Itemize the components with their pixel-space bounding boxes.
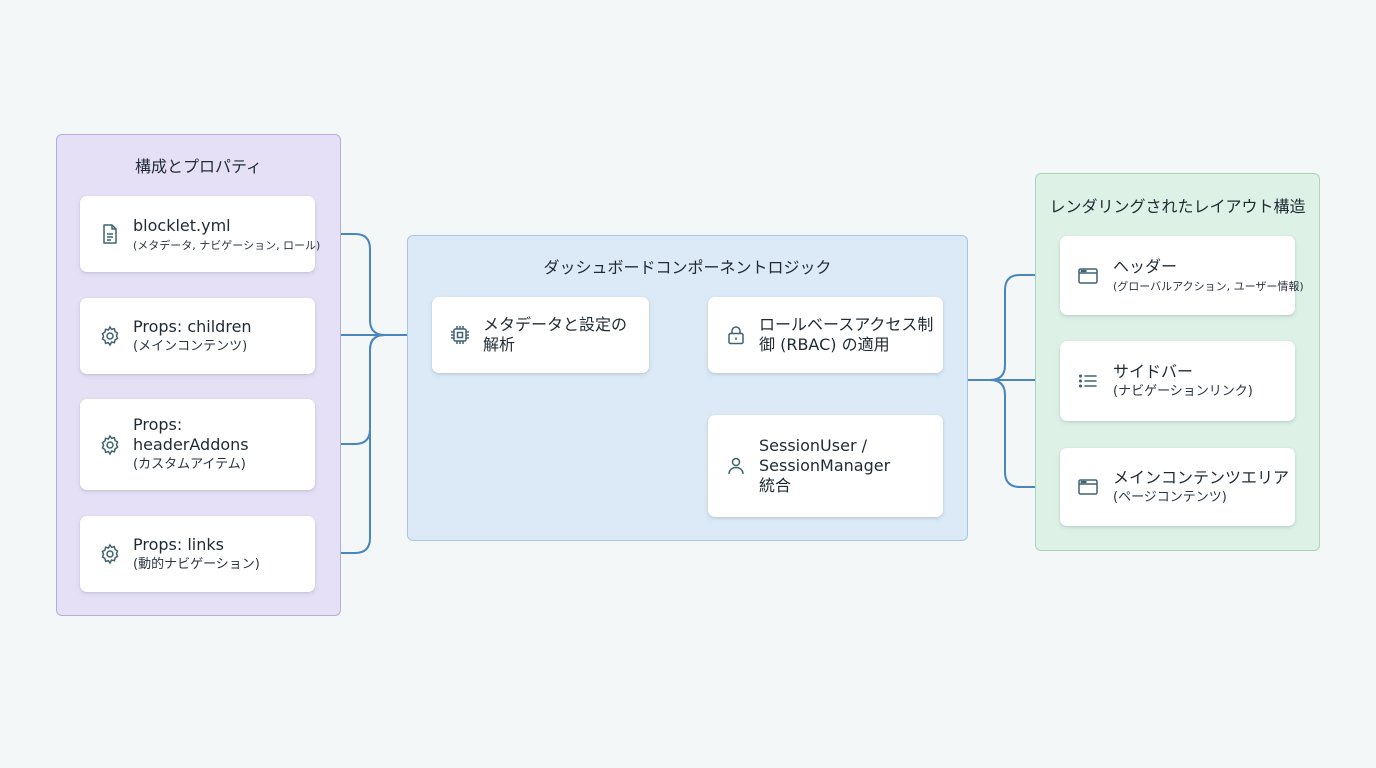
step-title-line2: 御 (RBAC) の適用 [759, 335, 890, 354]
layout-item-subtitle: (ページコンテンツ) [1113, 489, 1227, 505]
card-props-children: Props: children (メインコンテンツ) [80, 298, 315, 374]
chip-icon [448, 323, 472, 347]
card-title: Props: links [133, 534, 224, 554]
card-title: blocklet.yml [133, 215, 231, 235]
layout-panel-title: レンダリングされたレイアウト構造 [1049, 197, 1306, 216]
step-title: ロールベースアクセス制 [759, 315, 934, 334]
card-subtitle: (カスタムアイテム) [133, 457, 246, 473]
step-title: メタデータと設定の [483, 315, 628, 334]
card-subtitle: (メインコンテンツ) [133, 338, 248, 354]
lock-icon [724, 323, 748, 347]
layout-item-title: メインコンテンツエリア [1113, 467, 1290, 487]
browser-window-icon [1076, 264, 1100, 288]
logic-panel-title: ダッシュボードコンポーネントロジック [543, 258, 832, 277]
card-title: Props: [133, 415, 183, 435]
layout-item-subtitle: (ナビゲーションリンク) [1113, 383, 1253, 399]
gear-icon [98, 324, 122, 348]
layout-item-subtitle: (グローバルアクション, ユーザー情報) [1113, 280, 1304, 294]
step-title-line2: 解析 [483, 335, 516, 354]
user-icon [724, 454, 748, 478]
gear-icon [98, 433, 122, 457]
layout-main-content: メインコンテンツエリア (ページコンテンツ) [1060, 448, 1295, 526]
layout-header: ヘッダー (グローバルアクション, ユーザー情報) [1060, 236, 1304, 315]
layout-item-title: サイドバー [1113, 361, 1194, 381]
list-icon [1076, 369, 1100, 393]
layout-sidebar: サイドバー (ナビゲーションリンク) [1060, 341, 1295, 421]
step-apply-rbac: ロールベースアクセス制 御 (RBAC) の適用 [708, 297, 943, 373]
step-parse-metadata: メタデータと設定の 解析 [432, 297, 649, 373]
config-panel-title: 構成とプロパティ [134, 157, 263, 176]
card-blocklet-yml: blocklet.yml (メタデータ, ナビゲーション, ロール) [80, 196, 320, 272]
step-session-integration: SessionUser / SessionManager 統合 [708, 415, 943, 517]
browser-window-icon [1076, 475, 1100, 499]
step-title: SessionUser / [759, 436, 867, 455]
card-subtitle: (動的ナビゲーション) [133, 556, 260, 572]
card-props-links: Props: links (動的ナビゲーション) [80, 516, 315, 592]
document-icon [98, 222, 122, 246]
card-title-line2: headerAddons [133, 435, 249, 455]
step-title-line2: SessionManager [759, 456, 891, 475]
card-props-header-addons: Props: headerAddons (カスタムアイテム) [80, 399, 315, 490]
card-subtitle: (メタデータ, ナビゲーション, ロール) [133, 238, 321, 252]
gear-icon [98, 542, 122, 566]
layout-item-title: ヘッダー [1113, 257, 1178, 277]
card-title: Props: children [133, 316, 252, 336]
step-title-line3: 統合 [759, 476, 792, 495]
